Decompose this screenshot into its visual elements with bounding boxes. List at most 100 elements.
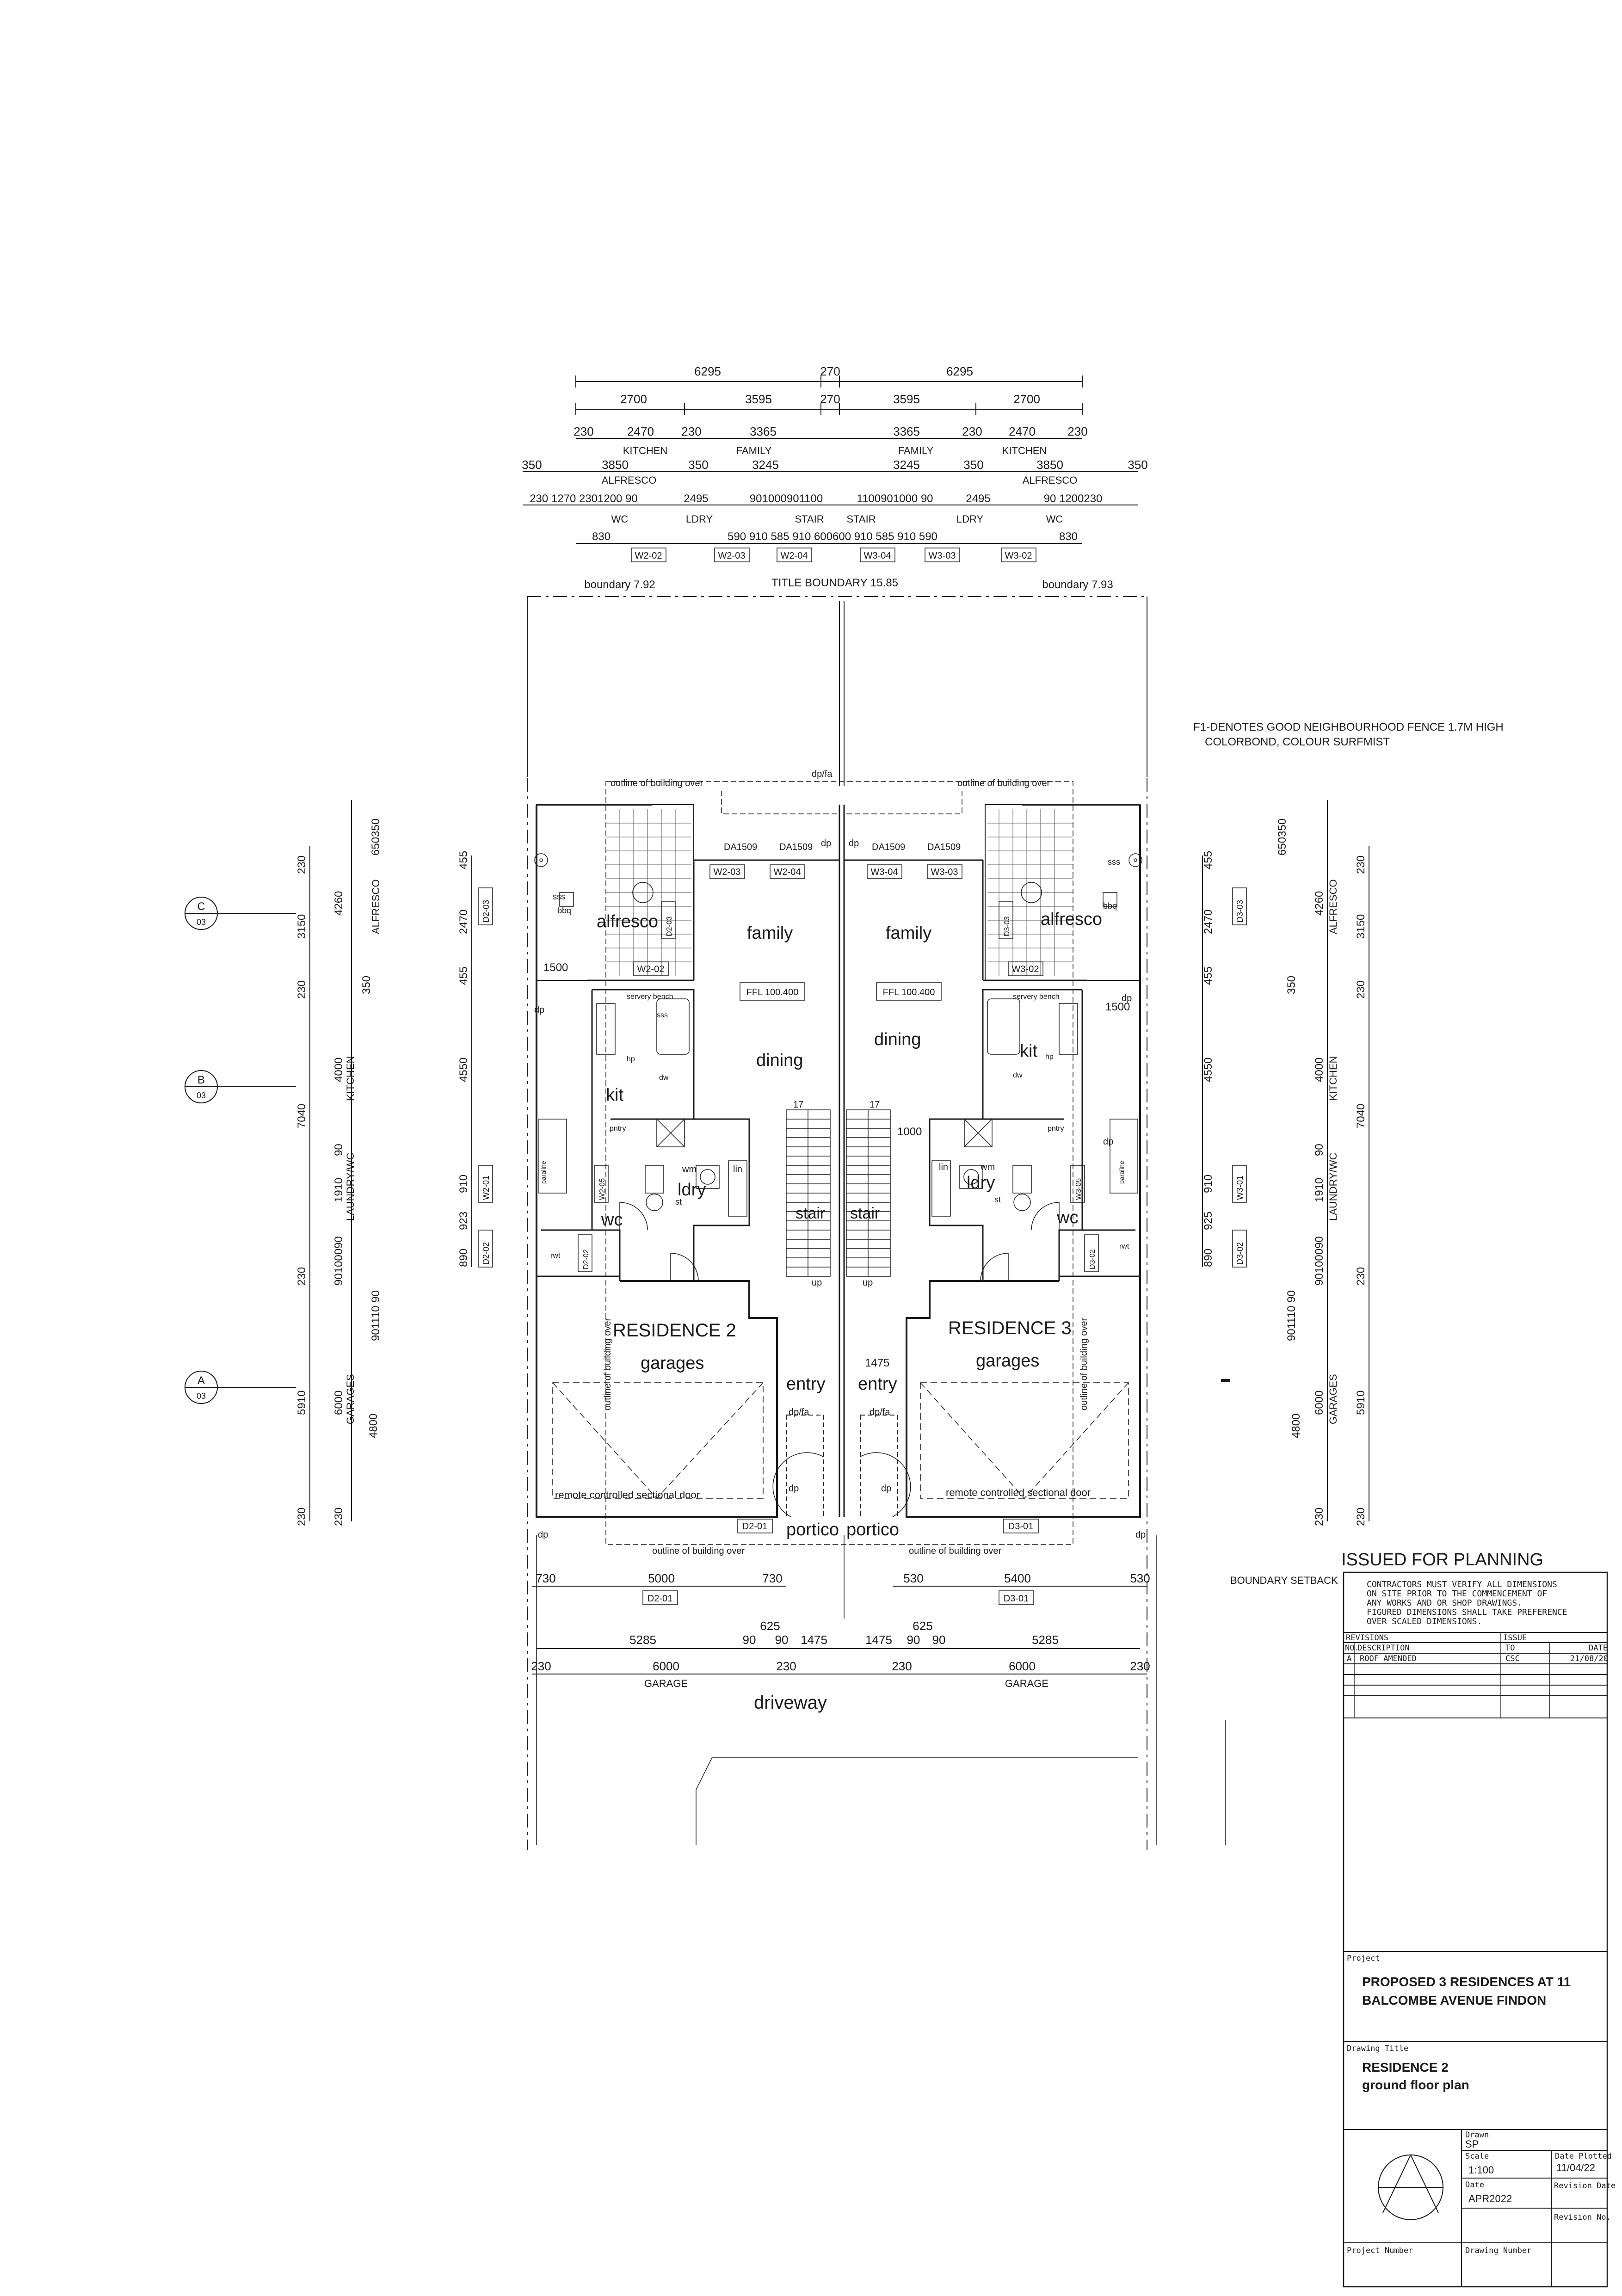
fixture-lin-left: lin [733, 1164, 742, 1175]
residence-3-title: RESIDENCE 3 [948, 1318, 1072, 1338]
dp-portico-right: dp [881, 1483, 891, 1494]
dp-portico-left: dp [789, 1483, 799, 1494]
contractor-note-3: ANY WORKS AND OR SHOP DRAWINGS. [1367, 1598, 1522, 1608]
plan-tag-d3-01: D3-01 [1008, 1521, 1033, 1532]
plan-tag-w2-03: W2-03 [714, 867, 741, 877]
dim-top-2b: 3595 [745, 392, 772, 406]
servery-right: servery bench [1013, 993, 1060, 1001]
section-c-sheet: 03 [197, 917, 206, 927]
room-garages-right: garages [976, 1351, 1039, 1371]
outline-label-bottom-right: outline of building over [909, 1546, 1001, 1556]
fixture-st-right: st [994, 1195, 1001, 1204]
fixture-wm-left: wm [682, 1164, 697, 1175]
fixture-dw-right: dw [1013, 1071, 1023, 1079]
bottom-3c: 230 [776, 1659, 796, 1673]
room-kit-right: kit [1020, 1041, 1037, 1061]
label-top-wc-left: WC [611, 513, 629, 525]
fixture-paraline-right: paraline [1118, 1161, 1125, 1184]
plan-tag-d3-03: D3-03 [1003, 916, 1011, 936]
drawing-number-label: Drawing Number [1465, 2246, 1531, 2255]
revision-no-label: Revision No. [1554, 2213, 1611, 2222]
room-stair-right: stair [850, 1205, 880, 1222]
label-top-family-left: FAMILY [736, 445, 772, 456]
room-portico-right: portico [846, 1520, 899, 1539]
stair-count-left: 17 [793, 1100, 803, 1110]
top-dimensions: 6295 270 6295 2700 3595 270 3595 2700 23… [522, 364, 1148, 562]
bottom-1f: 530 [1130, 1571, 1150, 1585]
section-b-sheet: 03 [197, 1091, 206, 1100]
dim-top-4a: 350 [522, 458, 542, 472]
plan-tag-w3-05: W3-05 [1075, 1178, 1083, 1200]
bottom-label-garage-right: GARAGE [1005, 1678, 1048, 1689]
dim-top-2e: 2700 [1013, 392, 1040, 406]
right-inner-2: 2470 [1202, 910, 1215, 934]
section-markers: C 03 B 03 A 03 [185, 897, 296, 1404]
left-mid-7: 901110 90 [370, 1290, 382, 1341]
room-portico-left: portico [786, 1520, 839, 1539]
right-mid-5: 1910 [1313, 1178, 1326, 1202]
date-plotted-value: 11/04/22 [1556, 2162, 1595, 2173]
dim-1000: 1000 [897, 1126, 922, 1138]
right-outer-1: 230 [1355, 856, 1367, 874]
dim-top-3c: 230 [681, 425, 701, 438]
room-alfresco-right: alfresco [1041, 910, 1102, 929]
section-b-letter: B [197, 1074, 205, 1086]
sss-kitchen-left: sss [657, 1011, 668, 1019]
left-mid-1: 4260 [333, 891, 345, 916]
right-outer-2: 3150 [1355, 914, 1367, 939]
room-family-right: family [886, 923, 931, 943]
boundary-setback-label: BOUNDARY SETBACK [1230, 1575, 1338, 1586]
right-mid-8: 6000 [1313, 1391, 1326, 1415]
dim-top-2d: 3595 [893, 392, 920, 406]
label-top-stair-right: STAIR [846, 513, 876, 525]
right-inner-4: 4550 [1202, 1058, 1215, 1082]
dp-bottom-right: dp [1135, 1530, 1146, 1540]
date-label: Date [1465, 2180, 1484, 2190]
dim-1500-left: 1500 [543, 961, 568, 974]
outline-label-right: outline of building over [957, 778, 1050, 788]
dim-top-5-right: 90 1200230 [1044, 492, 1103, 505]
left-inner-6: 923 [457, 1212, 470, 1230]
right-inner-7: 890 [1202, 1249, 1215, 1267]
fixture-rwt-right: rwt [1119, 1243, 1129, 1250]
da1509-3: DA1509 [872, 842, 905, 852]
label-top-kitchen-left: KITCHEN [623, 445, 668, 456]
right-mid-label-garages: GARAGES [1327, 1374, 1339, 1424]
dim-top-4c: 350 [688, 458, 708, 472]
label-top-alfresco-left: ALFRESCO [602, 474, 657, 486]
right-tag-w3-01: W3-01 [1235, 1176, 1245, 1200]
da1509-2: DA1509 [779, 842, 813, 852]
bottom-label-garage-left: GARAGE [644, 1678, 688, 1689]
boundary-right-label: boundary 7.93 [1042, 579, 1113, 591]
revisions-header: REVISIONS [1346, 1633, 1388, 1643]
bottom-3a: 230 [531, 1659, 551, 1673]
date-plotted-label: Date Plotted [1555, 2152, 1612, 2161]
left-tag-d2-02: D2-02 [481, 1242, 491, 1265]
bottom-3f: 230 [1130, 1659, 1150, 1673]
bottom-2b: 625 [760, 1619, 780, 1633]
left-inner-3: 455 [457, 966, 470, 985]
dim-top-6b: 590 910 585 910 600600 910 585 910 590 [728, 530, 937, 543]
fixture-wm-right: wm [980, 1162, 995, 1172]
fixture-st-left: st [675, 1197, 682, 1206]
fixture-hp-right: hp [1045, 1053, 1054, 1061]
right-mid-label-kitchen: KITCHEN [1327, 1056, 1339, 1101]
dp-top-left: dp [821, 838, 831, 849]
bottom-2i: 5285 [1032, 1633, 1059, 1647]
residence-2-title: RESIDENCE 2 [613, 1320, 736, 1341]
left-inner-2: 2470 [457, 910, 470, 934]
right-inner-3: 455 [1202, 966, 1215, 985]
contractor-note-1: CONTRACTORS MUST VERIFY ALL DIMENSIONS [1367, 1580, 1557, 1589]
right-outer-3: 230 [1355, 980, 1367, 999]
bottom-2-extra: 625 [913, 1619, 932, 1633]
dim-top-1a: 6295 [694, 364, 721, 378]
drawn-label: Drawn [1465, 2130, 1489, 2140]
drawing-title-label: Drawing Title [1347, 2044, 1408, 2053]
dim-top-3d: 3365 [750, 425, 777, 438]
right-tag-d3-03: D3-03 [1235, 900, 1245, 923]
tag-w3-02: W3-02 [1005, 551, 1032, 561]
label-top-family-right: FAMILY [898, 445, 934, 456]
left-tag-w2-01: W2-01 [481, 1176, 491, 1200]
left-tag-d2-03: D2-03 [481, 900, 491, 923]
scale-value: 1:100 [1468, 2164, 1494, 2176]
